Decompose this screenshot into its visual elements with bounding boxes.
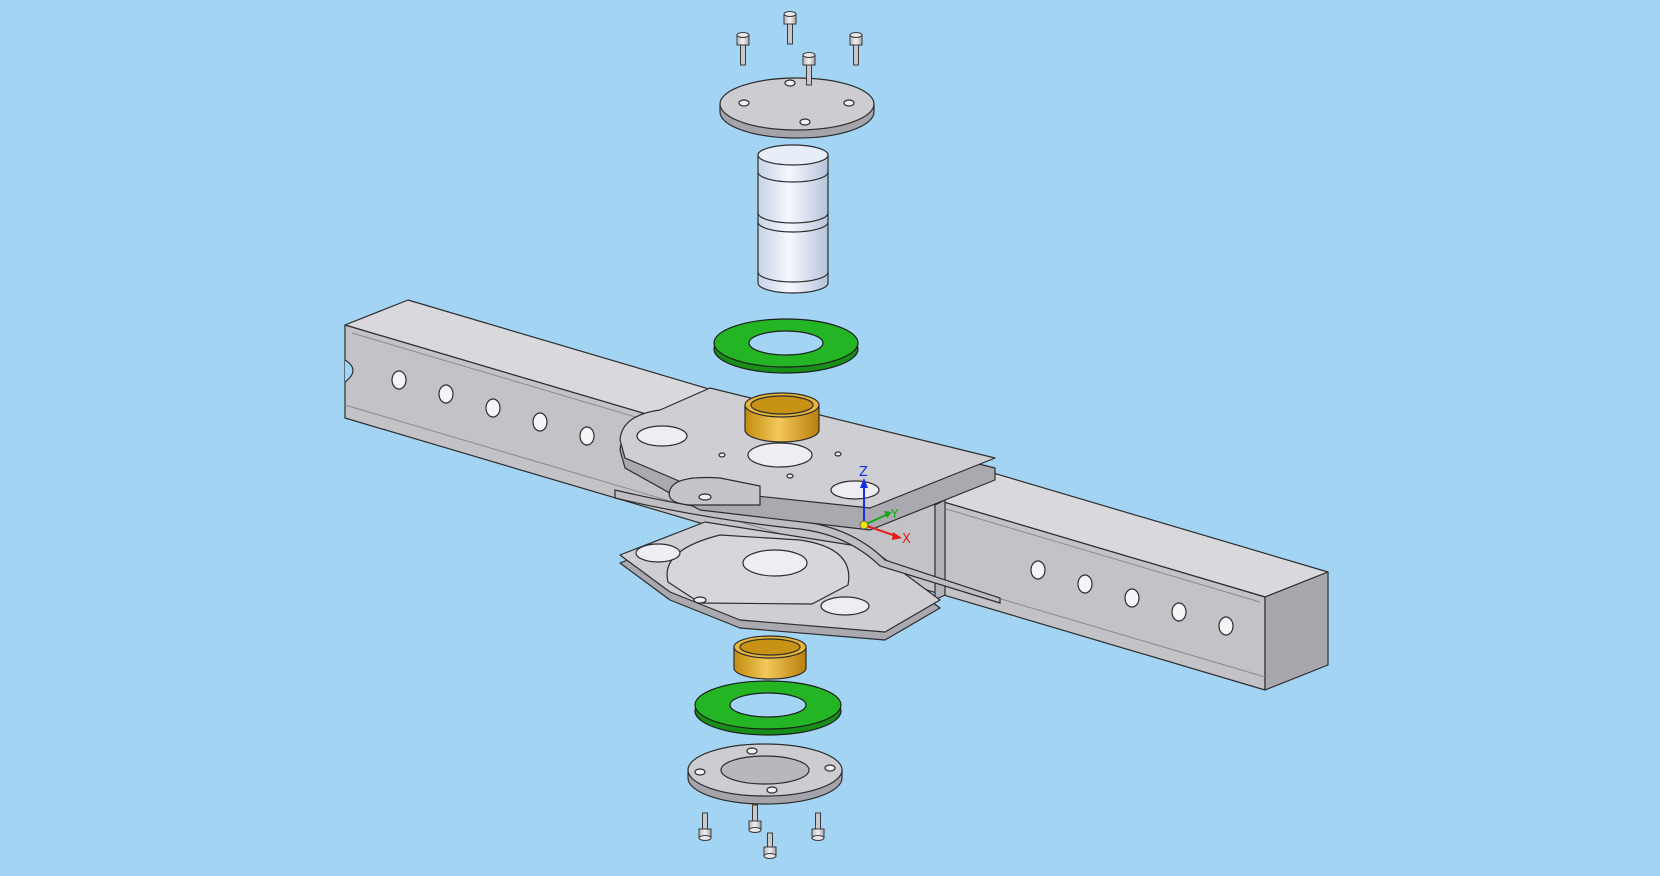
x-axis-arrow: [892, 532, 902, 540]
top-screw-3: [849, 32, 863, 66]
x-axis-line: [863, 524, 897, 537]
cap-hole-2: [738, 99, 750, 107]
beam-holes-left: [391, 370, 595, 446]
flange-recess: [720, 755, 810, 785]
bearing-top-face: [757, 144, 829, 166]
upper-green-washer[interactable]: [713, 318, 859, 374]
lower-plate-hole-left: [635, 543, 681, 563]
flange-hole-2: [824, 764, 836, 772]
bearing-body: [757, 155, 829, 294]
upper-plate-pin-1: [718, 452, 726, 458]
top-screw-2: [736, 32, 750, 66]
x-axis-label: X: [902, 532, 911, 547]
lower-plate-hole-small: [693, 596, 707, 604]
beam-end-face: [1264, 571, 1329, 691]
bearing-groove-mid-2: [757, 221, 829, 233]
bottom-flange-plate[interactable]: [687, 743, 843, 805]
upper-plate-hole-right: [830, 480, 880, 500]
coordinate-triad[interactable]: Z Y X: [859, 465, 911, 547]
z-axis-arrow: [860, 478, 868, 488]
lower-bushing-bore: [739, 638, 801, 656]
bottom-screw-3: [811, 812, 825, 841]
cap-hole-1: [784, 79, 796, 87]
beam-end-notch: [344, 359, 354, 383]
lower-washer-hole: [729, 692, 807, 718]
lower-green-washer[interactable]: [694, 680, 842, 736]
upper-plate-hole-tab: [698, 493, 712, 501]
upper-bushing-bore: [750, 395, 814, 415]
bottom-screw-4: [763, 832, 777, 859]
bottom-screw-2: [698, 812, 712, 841]
top-cap-plate[interactable]: [719, 77, 875, 139]
bearing-groove-bottom: [757, 271, 829, 283]
bottom-screw-1: [748, 804, 762, 833]
lower-bronze-bushing[interactable]: [733, 635, 807, 680]
cap-plate-face: [719, 77, 875, 131]
bearing-groove-mid-1: [757, 212, 829, 224]
top-screw-4: [802, 52, 816, 86]
z-axis-label: Z: [859, 465, 868, 480]
upper-washer-hole: [748, 330, 824, 356]
upper-plate-hole-center: [747, 442, 813, 468]
upper-plate-tab: [668, 476, 761, 506]
flange-hole-1: [694, 768, 706, 776]
bottom-screws[interactable]: [698, 804, 825, 859]
cap-hole-3: [843, 99, 855, 107]
top-screw-1: [783, 11, 797, 45]
linear-bearing[interactable]: [757, 144, 829, 294]
flange-hole-4: [746, 747, 758, 755]
upper-plate-hole-left: [636, 425, 688, 447]
top-screws[interactable]: [736, 11, 863, 86]
upper-plate-pin-2: [834, 451, 842, 457]
upper-plate-pin-3: [786, 473, 794, 479]
beam-holes-right: [1030, 560, 1234, 636]
bearing-groove-top: [757, 171, 829, 183]
cap-hole-4: [799, 118, 811, 126]
y-axis-line: [863, 513, 889, 526]
upper-pivot-plate[interactable]: [619, 387, 996, 531]
triad-origin: [859, 520, 869, 530]
lower-plate-hole-right: [820, 596, 870, 616]
upper-bronze-bushing[interactable]: [744, 392, 820, 443]
flange-hole-3: [766, 786, 778, 794]
lower-plate-hole-center: [742, 549, 808, 577]
y-axis-label: Y: [890, 507, 899, 521]
y-axis-arrow: [884, 511, 892, 518]
